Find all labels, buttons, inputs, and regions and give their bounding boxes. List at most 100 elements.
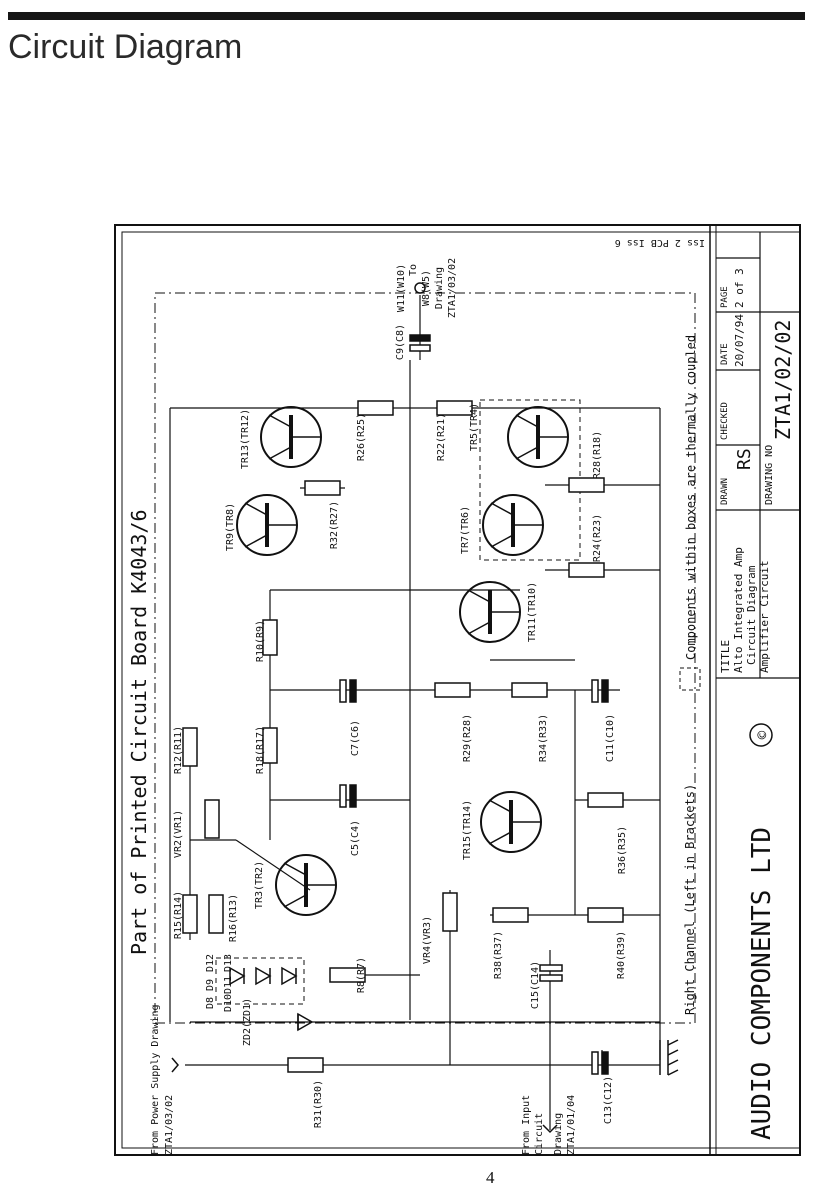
title-label: TITLE [719,640,732,673]
resistor-r34 [511,682,548,698]
label-zd2: ZD2(ZD1) [242,998,253,1046]
label-d12: D12 [205,954,216,972]
label-tr9: TR9(TR8) [225,503,236,551]
label-r8: R8(R7) [356,957,367,993]
label-r32: R32(R27) [329,501,340,549]
resistor-r38 [492,907,529,923]
label-r15: R15(R14) [173,891,184,939]
label-r40: R40(R39) [616,931,627,979]
label-d9: D9 [205,979,216,991]
revision-label: Iss 2 PCB Iss 6 [615,237,705,248]
date-label: DATE [720,343,730,365]
label-r26: R26(R25) [356,413,367,461]
label-r34: R34(R33) [538,714,549,762]
output-line-2: To [408,264,419,276]
transistor-tr9 [235,493,299,557]
resistor-r36 [587,792,624,808]
checked-value: RS [734,448,755,470]
vr4-potentiometer [442,892,458,932]
title-block [716,232,800,679]
label-d11: D11 [223,976,234,994]
output-line-5: ZTA1/03/02 [447,258,458,318]
resistor-r32 [304,480,341,496]
thermal-note: Components within boxes are thermally co… [684,335,698,660]
diodes [229,966,314,1032]
checked-label: CHECKED [720,402,730,440]
label-d8: D8 [205,997,216,1009]
label-c7: C7(C6) [350,720,361,756]
capacitors [339,334,609,1075]
transistor-tr13 [259,405,323,469]
label-tr13: TR13(TR12) [240,409,251,469]
resistor-r29 [434,682,471,698]
drawing-inner-frame [121,231,801,1149]
transistor-tr11 [458,580,522,644]
input-line-1: From Input [521,1095,532,1155]
transistor-tr5 [506,405,570,469]
title-line-2: Circuit Diagram [745,565,758,665]
label-r38: R38(R37) [493,931,504,979]
page-number: 4 [486,1168,495,1187]
label-r28: R28(R18) [592,431,603,479]
label-tr7: TR7(TR6) [460,506,471,554]
label-c15: C15(C14) [530,961,541,1009]
resistor-r22 [436,400,473,416]
board-label: Part of Printed Circuit Board K4043/6 [127,509,151,955]
resistor-r15 [182,894,198,934]
label-d13: D13 [223,954,234,972]
output-line-4: Drawing [434,267,445,309]
ground-symbol [659,1039,679,1076]
label-c9: C9(C8) [395,324,406,360]
board-boundary [154,292,696,1024]
label-c5: C5(C4) [350,820,361,856]
transistor-tr7 [481,493,545,557]
input-line-3: Drawing [553,1113,564,1155]
drawing-no-label: DRAWING NO [764,445,775,505]
output-line-3: W8(W5) [421,270,432,306]
transistor-tr15 [479,790,543,854]
label-r10: R10(R9) [255,620,266,662]
page-heading: Circuit Diagram [8,28,243,66]
label-r24: R24(R23) [592,514,603,562]
label-r36: R36(R35) [617,826,628,874]
diode-box [215,957,305,1005]
connector-symbols [171,282,558,1134]
label-r16: R16(R13) [228,894,239,942]
transistor-tr3 [274,853,338,917]
resistor-r10 [262,619,278,656]
resistors [182,400,624,1073]
resistor-r8 [329,967,366,983]
resistor-r16 [208,894,224,934]
label-vr2: VR2(VR1) [173,810,184,858]
company-name: AUDIO COMPONENTS LTD [747,827,777,1140]
resistor-r12 [182,727,198,767]
drawn-label: DRAWN [720,478,730,505]
output-line-1: W11(W10) [396,264,407,312]
label-d10: D10 [223,994,234,1012]
power-supply-line-1: From Power Supply Drawing [150,1004,161,1155]
vr2-potentiometer [204,799,220,839]
resistor-r26 [357,400,394,416]
resistor-r18 [262,727,278,764]
title-line-1: Alto Integrated Amp [732,547,745,673]
label-r12: R12(R11) [173,726,184,774]
label-r22: R22(R21) [436,413,447,461]
label-tr3: TR3(TR2) [254,861,265,909]
resistor-r40 [587,907,624,923]
copyright-icon [749,723,773,747]
label-r29: R29(R28) [462,714,473,762]
label-r18: R18(R17) [255,726,266,774]
copyright-symbol: © [755,730,771,739]
label-vr4: VR4(VR3) [422,916,433,964]
label-tr15: TR15(TR14) [462,800,473,860]
resistor-r31 [287,1057,324,1073]
legend-box [679,667,701,691]
label-tr5: TR5(TR4) [469,403,480,451]
page-label: PAGE [720,286,730,308]
top-rule [8,12,805,20]
label-tr11: TR11(TR10) [527,582,538,642]
right-channel-note: Right Channel (Left in Brackets) [683,784,697,1015]
label-c13: C13(C12) [603,1076,614,1124]
title-line-3: Amplifier Circuit [758,560,771,673]
